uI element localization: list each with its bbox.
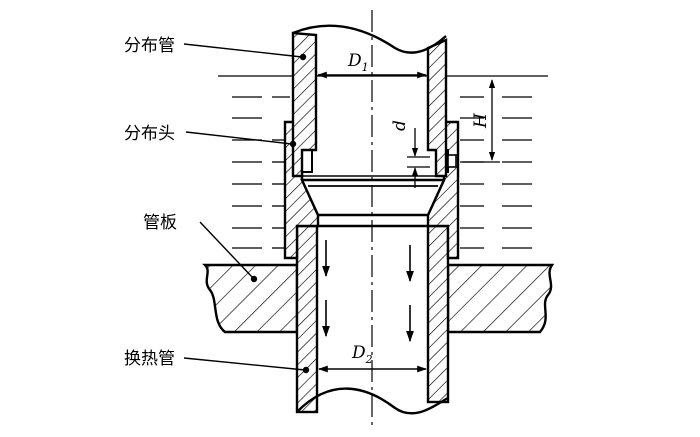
distribution-head-label: 分布头 xyxy=(124,124,175,144)
distribution-pipe xyxy=(291,24,448,178)
heat-exchange-tube xyxy=(295,224,450,415)
height-label: H xyxy=(471,112,491,129)
distribution-head xyxy=(283,120,460,260)
hole-dimension xyxy=(407,128,430,188)
tube-sheet xyxy=(202,263,555,334)
hole-diameter-label: d xyxy=(390,120,410,131)
distribution-pipe-label: 分布管 xyxy=(124,36,175,56)
height-dimension xyxy=(462,79,500,163)
heat-exchange-tube-label: 换热管 xyxy=(124,349,175,369)
tube-sheet-label: 管板 xyxy=(143,213,177,233)
d1-label: D1 xyxy=(347,51,369,74)
d2-label: D2 xyxy=(351,343,373,366)
liquid-dashes xyxy=(218,75,548,249)
leader-lines xyxy=(183,43,310,374)
flow-arrows xyxy=(322,240,414,343)
